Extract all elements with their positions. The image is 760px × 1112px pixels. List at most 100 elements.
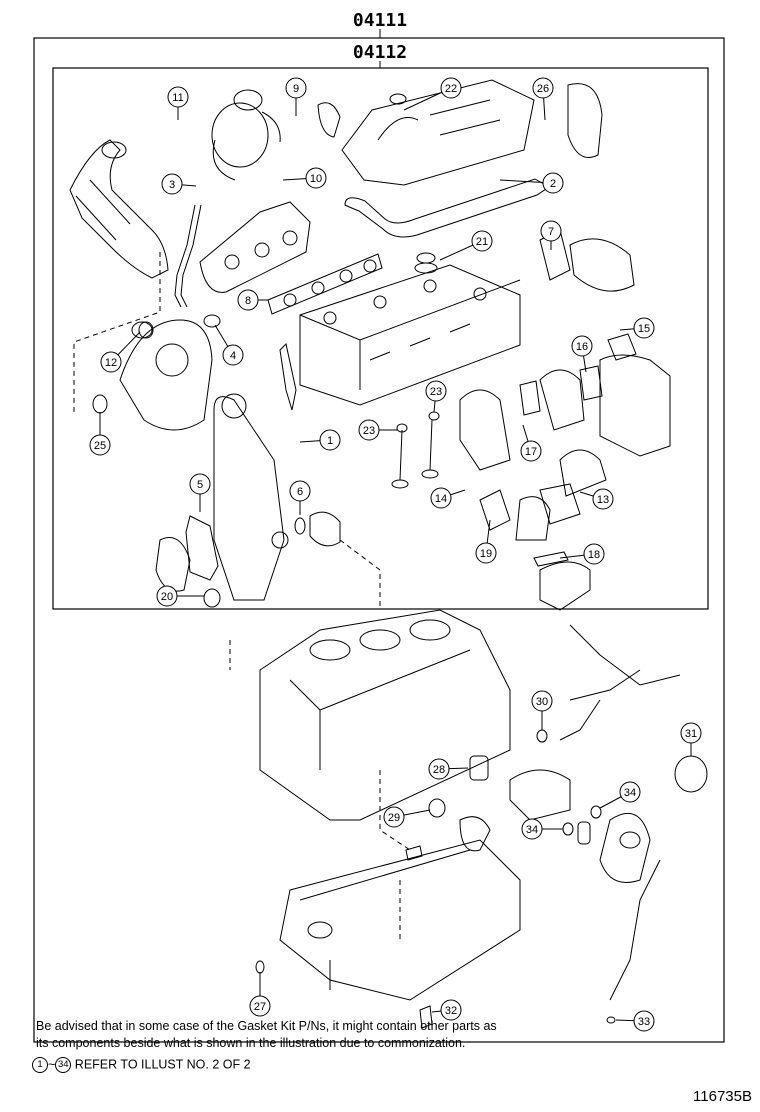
callout-circle[interactable] (532, 77, 554, 99)
callout-circle[interactable] (249, 995, 271, 1017)
callout-35[interactable]: 34 (599, 781, 641, 809)
callout-25[interactable]: 25 (89, 412, 111, 456)
ref-tilde: ~ (48, 1057, 56, 1072)
water-pump-part (155, 537, 191, 592)
egr-pipe-part (174, 204, 202, 308)
callout-circle[interactable] (383, 806, 405, 828)
callout-circle[interactable] (89, 434, 111, 456)
water-inlet-gasket-part (469, 755, 489, 781)
callout-circle[interactable] (571, 335, 593, 357)
callout-1[interactable]: 1 (299, 429, 341, 451)
gasket-part-26 (255, 960, 265, 974)
callout-6[interactable]: 6 (289, 480, 311, 515)
water-pipe-part (559, 624, 681, 741)
callout-30[interactable]: 30 (531, 690, 553, 730)
water-inlet-housing-part (509, 769, 571, 821)
callout-circle[interactable] (237, 289, 259, 311)
callout-circle[interactable] (531, 690, 553, 712)
callout-circle[interactable] (319, 429, 341, 451)
callout-18[interactable]: 18 (559, 543, 605, 565)
callout-circle[interactable] (161, 173, 183, 195)
callout-28[interactable]: 28 (428, 758, 469, 780)
ref-end-circle: 34 (55, 1057, 72, 1073)
callout-29[interactable]: 29 (383, 806, 431, 828)
callout-circle[interactable] (633, 317, 655, 339)
kit-number-inner[interactable]: 04112 (353, 42, 407, 63)
callout-circle[interactable] (542, 172, 564, 194)
callout-number: 23 (430, 386, 442, 398)
callout-circle[interactable] (285, 77, 307, 99)
callout-circle[interactable] (222, 344, 244, 366)
callout-circle[interactable] (189, 473, 211, 495)
callout-circle[interactable] (680, 722, 702, 744)
callout-8[interactable]: 8 (237, 289, 268, 311)
callout-23[interactable]: 23 (358, 419, 398, 441)
advisory-note-line-2: its components beside what is shown in t… (36, 1036, 466, 1050)
callout-circle[interactable] (592, 488, 614, 510)
callout-number: 25 (94, 440, 106, 452)
callout-11[interactable]: 11 (167, 86, 189, 120)
callout-number: 34 (624, 787, 636, 799)
callout-circle[interactable] (633, 1010, 655, 1032)
callout-24[interactable]: 23 (425, 380, 447, 413)
exhaust-converter-part (69, 139, 169, 279)
callout-34[interactable]: 34 (521, 818, 563, 840)
callout-5[interactable]: 5 (189, 473, 211, 512)
callout-number: 28 (433, 764, 445, 776)
callout-17[interactable]: 17 (520, 424, 542, 462)
callout-16[interactable]: 16 (571, 335, 593, 373)
callout-12[interactable]: 12 (100, 331, 141, 373)
callout-circle[interactable] (520, 440, 542, 462)
callout-circle[interactable] (428, 758, 450, 780)
callout-27[interactable]: 27 (249, 972, 271, 1017)
oil-seal-part-31 (674, 755, 708, 793)
callout-circle[interactable] (100, 351, 122, 373)
diagram-code: 116735B (693, 1088, 752, 1105)
callout-14[interactable]: 14 (430, 487, 466, 509)
oil-level-gauge-part (609, 859, 661, 1001)
callout-32[interactable]: 32 (431, 999, 462, 1021)
callout-26[interactable]: 26 (532, 77, 554, 121)
callout-21[interactable]: 21 (439, 230, 493, 261)
callout-number: 5 (197, 479, 203, 491)
callout-circle[interactable] (430, 487, 452, 509)
callout-markers: 1234567891011121314151617181920212223232… (89, 77, 702, 1032)
callout-circle[interactable] (540, 220, 562, 242)
callout-31[interactable]: 31 (680, 722, 702, 756)
callout-circle[interactable] (583, 543, 605, 565)
callout-number: 9 (293, 83, 299, 95)
callout-9[interactable]: 9 (285, 77, 307, 116)
water-inlet-part (309, 511, 341, 547)
callout-19[interactable]: 19 (475, 519, 497, 564)
water-bypass-part (459, 389, 511, 471)
egr-valve-part (599, 333, 671, 457)
callout-13[interactable]: 13 (579, 488, 614, 510)
callout-circle[interactable] (521, 818, 543, 840)
kit-number-outer[interactable]: 04111 (353, 10, 407, 31)
callout-2[interactable]: 2 (499, 172, 564, 194)
oil-pump-housing-part (119, 319, 213, 431)
callout-circle[interactable] (358, 419, 380, 441)
callout-circle[interactable] (289, 480, 311, 502)
callout-circle[interactable] (425, 380, 447, 402)
callout-circle[interactable] (156, 585, 178, 607)
callout-circle[interactable] (619, 781, 641, 803)
callout-circle[interactable] (475, 542, 497, 564)
callout-circle[interactable] (471, 230, 493, 252)
callout-circle[interactable] (167, 86, 189, 108)
callout-number: 8 (245, 295, 251, 307)
callout-number: 32 (445, 1005, 457, 1017)
callout-7[interactable]: 7 (540, 220, 562, 250)
callout-15[interactable]: 15 (619, 317, 655, 339)
callout-10[interactable]: 10 (282, 167, 327, 189)
callout-circle[interactable] (440, 77, 462, 99)
callout-4[interactable]: 4 (214, 324, 244, 366)
callout-number: 10 (310, 173, 322, 185)
callout-circle[interactable] (305, 167, 327, 189)
callout-20[interactable]: 20 (156, 585, 204, 607)
callout-33[interactable]: 33 (615, 1010, 655, 1032)
callout-circle[interactable] (440, 999, 462, 1021)
callout-22[interactable]: 22 (403, 77, 462, 111)
callout-3[interactable]: 3 (161, 173, 197, 195)
